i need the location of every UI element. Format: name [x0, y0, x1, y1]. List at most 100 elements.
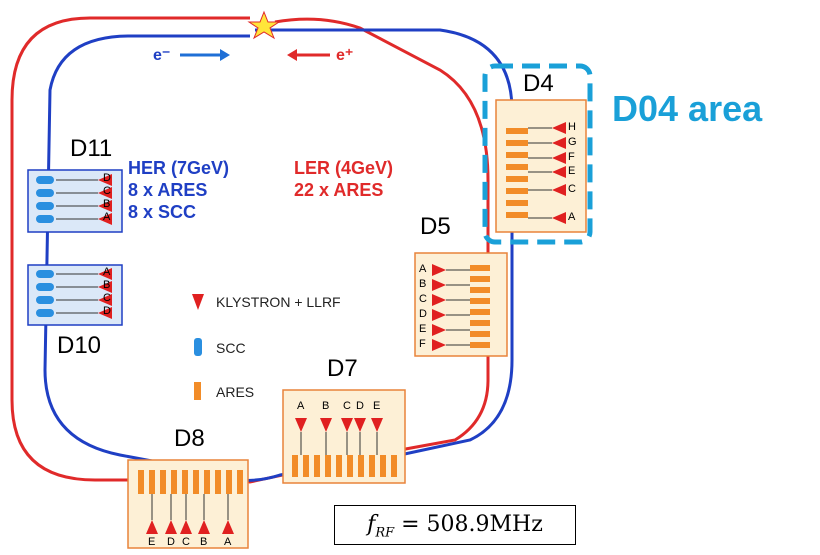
legend-klystron-icon — [192, 294, 204, 310]
d8-klystron-icon — [165, 520, 177, 534]
legend-scc-icon — [194, 338, 202, 356]
d04-highlight — [482, 63, 593, 245]
d5-ares-cavity — [470, 265, 490, 271]
d4-ares-cavity — [506, 176, 528, 182]
klystron-label-d5: D — [419, 308, 427, 320]
d7-klystron-icon — [354, 418, 366, 432]
ler-info: LER (4GeV) 22 x ARES — [294, 157, 393, 201]
d8-ares-cavity — [171, 470, 177, 494]
klystron-label-d5: A — [419, 263, 427, 275]
d4-klystron-icon — [552, 122, 566, 134]
d7-ares-cavity — [380, 455, 386, 477]
d7-ares-cavity — [347, 455, 353, 477]
d7-ares-cavity — [358, 455, 364, 477]
frequency-box: fRF = 508.9MHz — [334, 505, 576, 545]
d8-klystron-icon — [198, 520, 210, 534]
d8-ares-cavity — [182, 470, 188, 494]
d4-klystron-icon — [552, 212, 566, 224]
d5-ares-cavity — [470, 309, 490, 315]
d7-ares-cavity — [292, 455, 298, 477]
d7-ares-cavity — [336, 455, 342, 477]
klystron-label-d11: A — [103, 211, 111, 223]
klystron-label-d8: A — [224, 536, 232, 548]
d11-klystron-icon — [98, 213, 112, 225]
d8-ares-cavity — [149, 470, 155, 494]
d5-klystron-icon — [432, 324, 446, 336]
d4-ares-cavity — [506, 200, 528, 206]
klystron-label-d7: A — [297, 400, 305, 412]
klystron-label-d4: A — [568, 211, 576, 223]
d5-ares-cavity — [470, 342, 490, 348]
d04-area-label: D04 area — [612, 88, 763, 129]
klystron-label-d4: F — [568, 151, 575, 163]
positron-label: e⁺ — [336, 47, 354, 64]
d11-scc-cavity — [36, 189, 54, 197]
her-ares-count: 8 x ARES — [128, 180, 208, 200]
positron-arrow-icon — [287, 49, 330, 61]
d11-scc-cavity — [36, 215, 54, 223]
d7-klystron-icon — [341, 418, 353, 432]
klystron-label-d11: C — [103, 185, 111, 197]
klystron-label-d8: D — [167, 536, 175, 548]
d4-ares-cavity — [506, 152, 528, 158]
d5-klystron-icon — [432, 294, 446, 306]
area-label-d11: D11 — [70, 135, 113, 162]
area-label-d8: D8 — [174, 425, 205, 452]
her-scc-count: 8 x SCC — [128, 202, 197, 222]
electron-arrow-icon — [180, 49, 230, 61]
klystron-label-d8: E — [148, 536, 156, 548]
d8-ares-cavity — [160, 470, 166, 494]
klystron-label-d7: C — [343, 400, 351, 412]
d5-klystron-icon — [432, 309, 446, 321]
klystron-label-d5: C — [419, 293, 427, 305]
d4-klystron-icon — [552, 137, 566, 149]
d10-scc-cavity — [36, 309, 54, 317]
klystron-label-d7: B — [322, 400, 330, 412]
d4-ares-cavity — [506, 164, 528, 170]
d7-ares-cavity — [303, 455, 309, 477]
d7-ares-cavity — [369, 455, 375, 477]
d7-ares-cavity — [391, 455, 397, 477]
legend-klystron-label: KLYSTRON + LLRF — [216, 294, 341, 310]
collision-star-icon — [247, 10, 281, 40]
area-label-d10: D10 — [57, 332, 102, 359]
legend-ares-label: ARES — [216, 384, 255, 400]
d4-klystron-icon — [552, 152, 566, 164]
klystron-label-d11: B — [103, 198, 111, 210]
d5-klystron-icon — [432, 339, 446, 351]
klystron-label-d5: B — [419, 278, 427, 290]
d8-ares-cavity — [237, 470, 243, 494]
d10-scc-cavity — [36, 296, 54, 304]
her-ring — [43, 28, 514, 482]
d11-klystron-icon — [98, 200, 112, 212]
d8-klystron-icon — [180, 520, 192, 534]
d5-ares-cavity — [470, 287, 490, 293]
d5-klystron-icon — [432, 279, 446, 291]
ler-ring — [10, 16, 490, 484]
d5-ares-cavity — [470, 276, 490, 282]
klystron-label-d8: B — [200, 536, 208, 548]
d10-klystron-icon — [98, 294, 112, 306]
area-label-d5: D5 — [420, 213, 451, 240]
klystron-label-d10: A — [103, 266, 111, 278]
klystron-label-d5: E — [419, 323, 427, 335]
d4-ares-cavity — [506, 128, 528, 134]
d7-klystron-icon — [295, 418, 307, 432]
ler-energy: LER (4GeV) — [294, 158, 394, 178]
d8-ares-cavity — [204, 470, 210, 494]
klystron-label-d7: E — [373, 400, 381, 412]
d5-klystron-icon — [432, 264, 446, 276]
d7-klystron-icon — [371, 418, 383, 432]
d10-klystron-icon — [98, 281, 112, 293]
klystron-label-d8: C — [182, 536, 190, 548]
ler-ares-count: 22 x ARES — [294, 180, 384, 200]
d8-ares-cavity — [193, 470, 199, 494]
d11-scc-cavity — [36, 176, 54, 184]
klystron-label-d4: E — [568, 165, 576, 177]
klystron-label-d10: B — [103, 279, 111, 291]
d10-klystron-icon — [98, 307, 112, 319]
d11-klystron-icon — [98, 187, 112, 199]
d10-scc-cavity — [36, 283, 54, 291]
electron-label: e⁻ — [153, 47, 171, 64]
